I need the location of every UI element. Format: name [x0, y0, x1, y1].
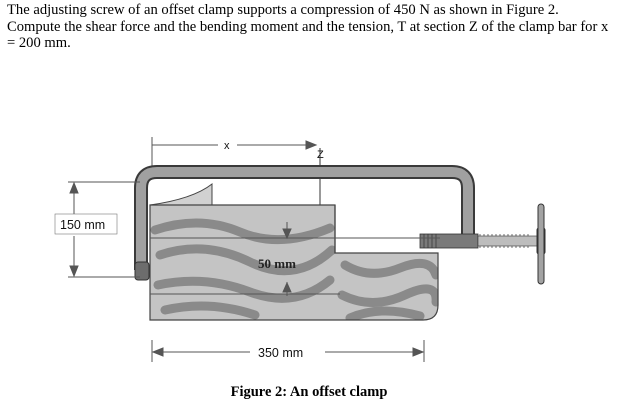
offset-dimension [150, 222, 440, 296]
adjusting-screw [419, 203, 546, 285]
length-dimension [151, 340, 425, 362]
height-dimension [68, 181, 140, 278]
wood-block [149, 182, 439, 321]
label-x: x [224, 140, 230, 152]
clamp-frame [134, 165, 475, 281]
figure-caption: Figure 2: An offset clamp [230, 384, 388, 400]
label-50mm: 50 mm [258, 256, 296, 271]
label-350mm: 350 mm [258, 346, 303, 360]
label-150mm: 150 mm [60, 218, 105, 232]
problem-statement: The adjusting screw of an offset clamp s… [7, 2, 609, 52]
